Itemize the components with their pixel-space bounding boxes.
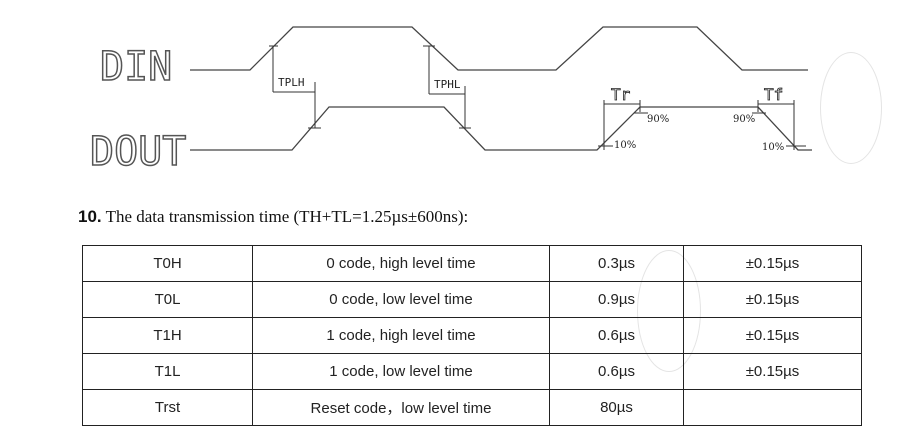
table-cell-value: 0.3µs [549, 245, 684, 282]
section-number: 10. [78, 207, 102, 226]
tplh-label: TPLH [278, 76, 305, 89]
table-cell-description: 0 code, high level time [252, 245, 550, 282]
table-cell-symbol: T1L [82, 353, 253, 390]
table-cell-symbol: T0L [82, 281, 253, 318]
dout-label: DOUT [90, 129, 186, 175]
rise-time-label: Tr [611, 85, 631, 104]
table-row: Trst Reset code，low level time 80µs [82, 389, 862, 426]
din-label: DIN [100, 44, 172, 90]
table-cell-symbol: Trst [82, 389, 253, 426]
fall-90-label: 90% [733, 114, 755, 125]
table-cell-symbol: T1H [82, 317, 253, 354]
table-cell-tolerance: ±0.15µs [683, 353, 862, 390]
dout-waveform [190, 106, 812, 151]
timing-diagram: DIN DOUT TPLH TPHL Tr 90% 10% Tf [89, 26, 812, 176]
table-cell-value: 0.6µs [549, 353, 684, 390]
table-cell-value: 80µs [549, 389, 684, 426]
tphl-marker [423, 45, 471, 129]
table-cell-value: 0.9µs [549, 281, 684, 318]
fall-time-label: Tf [764, 85, 783, 104]
table-cell-description: Reset code，low level time [252, 389, 550, 426]
table-cell-description: 0 code, low level time [252, 281, 550, 318]
din-waveform [190, 26, 808, 71]
table-cell-tolerance [683, 389, 862, 426]
tphl-label: TPHL [434, 78, 461, 91]
table-cell-description: 1 code, high level time [252, 317, 550, 354]
timing-table: T0H 0 code, high level time 0.3µs ±0.15µ… [82, 245, 862, 426]
fall-time-marker [752, 100, 806, 150]
table-row: T1H 1 code, high level time 0.6µs ±0.15µ… [82, 317, 862, 354]
section-title: The data transmission time (TH+TL=1.25µs… [101, 207, 469, 226]
watermark-circle [820, 52, 882, 164]
rise-90-label: 90% [647, 114, 669, 125]
table-cell-symbol: T0H [82, 245, 253, 282]
table-row: T1L 1 code, low level time 0.6µs ±0.15µs [82, 353, 862, 390]
table-cell-value: 0.6µs [549, 317, 684, 354]
table-cell-tolerance: ±0.15µs [683, 281, 862, 318]
rise-10-label: 10% [614, 140, 636, 151]
table-cell-tolerance: ±0.15µs [683, 245, 862, 282]
table-row: T0H 0 code, high level time 0.3µs ±0.15µ… [82, 245, 862, 282]
rise-time-marker [598, 100, 648, 150]
table-cell-description: 1 code, low level time [252, 353, 550, 390]
table-cell-tolerance: ±0.15µs [683, 317, 862, 354]
table-row: T0L 0 code, low level time 0.9µs ±0.15µs [82, 281, 862, 318]
fall-10-label: 10% [762, 142, 784, 153]
section-heading: 10. The data transmission time (TH+TL=1.… [78, 207, 468, 227]
tplh-marker [269, 45, 321, 129]
